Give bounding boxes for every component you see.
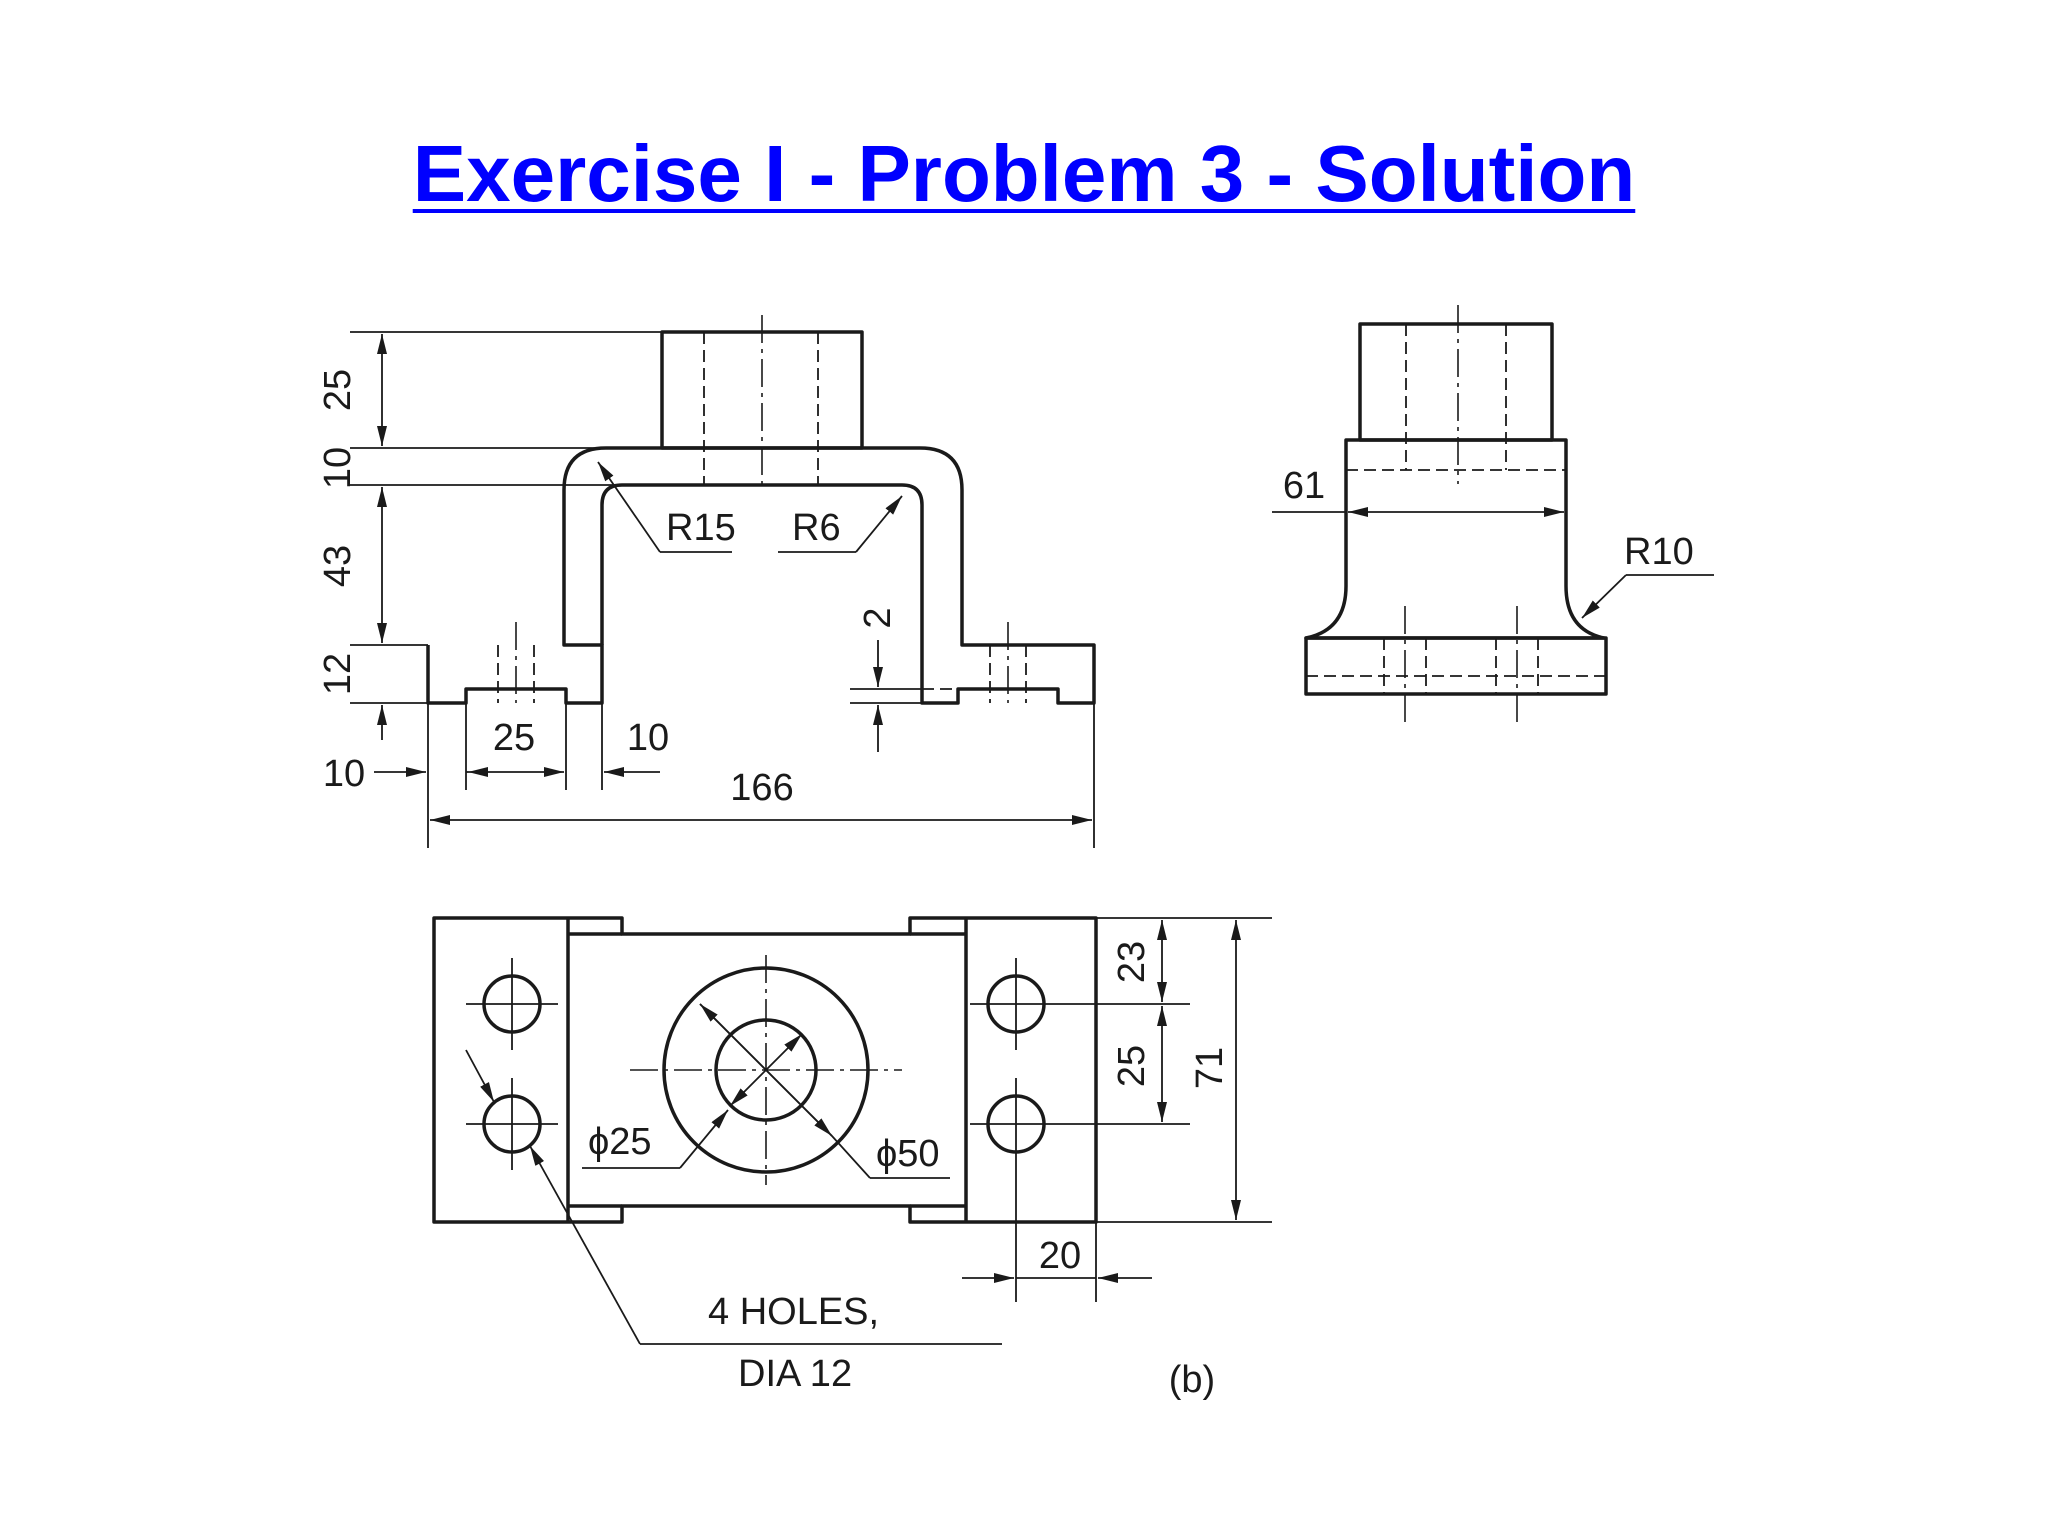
dim-166-horizontal: 166 — [730, 767, 793, 809]
note-holes-line2: DIA 12 — [738, 1353, 852, 1395]
side-base — [1304, 636, 1608, 696]
hole-top-right — [970, 958, 1066, 1050]
dim-r10: R10 — [1624, 531, 1694, 573]
dim-10-left: 10 — [323, 753, 365, 795]
hole-bottom-left — [466, 1078, 558, 1170]
dim-r15: R15 — [666, 507, 736, 549]
dim-23-vertical: 23 — [1111, 941, 1153, 983]
front-view: 25 10 43 12 10 25 10 166 2 R15 R6 — [317, 315, 1096, 848]
dim-61: 61 — [1283, 465, 1325, 507]
hole-top-left — [466, 958, 558, 1050]
dim-10-right: 10 — [627, 717, 669, 759]
note-holes-line1: 4 HOLES, — [708, 1291, 879, 1333]
dim-25-top-vertical: 25 — [1111, 1045, 1153, 1087]
dim-2-depth: 2 — [857, 607, 899, 628]
front-outline — [426, 446, 1096, 705]
dim-43-vertical: 43 — [317, 545, 359, 587]
figure-label: (b) — [1169, 1359, 1215, 1401]
dim-71-vertical: 71 — [1189, 1047, 1231, 1089]
hole-bottom-right — [970, 1078, 1066, 1170]
dim-10-vertical: 10 — [317, 447, 359, 489]
dim-r6: R6 — [792, 507, 841, 549]
dim-25-vertical: 25 — [317, 369, 359, 411]
dim-20-horizontal: 20 — [1039, 1235, 1081, 1277]
top-view: ϕ25 ϕ50 4 HOLES, DIA 12 — [432, 916, 1272, 1395]
dim-25-horizontal: 25 — [493, 717, 535, 759]
side-view: 61 R10 — [1272, 305, 1714, 722]
dim-dia-25: ϕ25 — [588, 1121, 652, 1163]
dim-dia-50: ϕ50 — [876, 1133, 940, 1175]
page-title: Exercise I - Problem 3 - Solution — [412, 129, 1636, 218]
dim-12-vertical: 12 — [317, 653, 359, 695]
side-boss — [1358, 322, 1554, 442]
